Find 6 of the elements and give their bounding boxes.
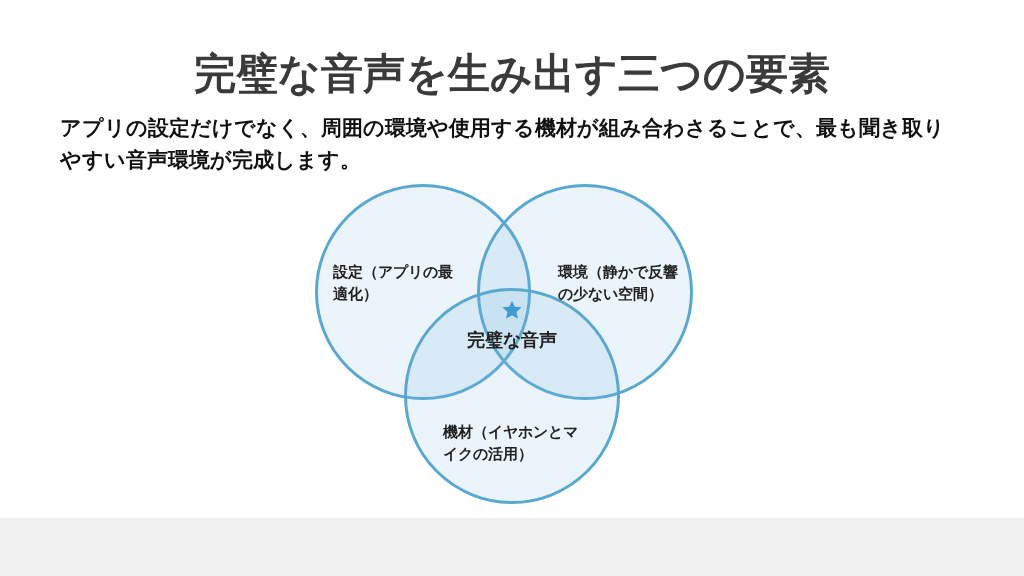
circle-label: 機材（イヤホンとマイクの活用） [443,422,579,465]
center-label: 完璧な音声 [466,328,558,352]
circle-label: 設定（アプリの最適化） [333,262,453,305]
circle-label: 環境（静かで反響の少ない空間） [558,262,679,305]
caption: アプリの設定だけでなく、周囲の環境や使用する機材が組み合わさることで、最も聞き取りやすい音声環境が完成します。 [60,115,946,174]
title: 完璧な音声を生み出す三つの要素 [193,48,831,100]
